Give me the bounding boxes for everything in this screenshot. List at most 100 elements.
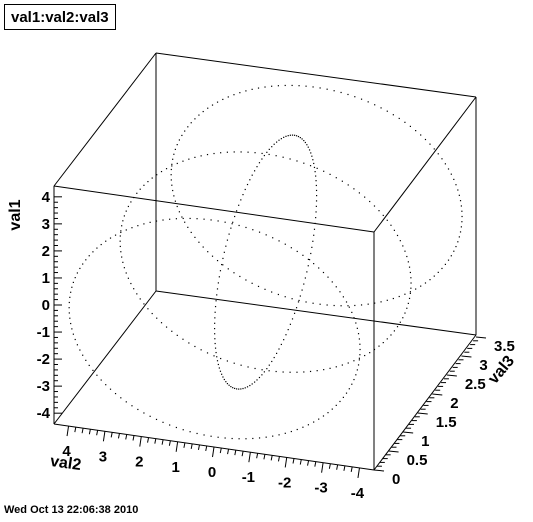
data-point	[315, 211, 317, 213]
data-point	[68, 301, 70, 304]
data-point	[251, 174, 253, 176]
data-point	[214, 347, 217, 349]
data-point	[189, 431, 191, 433]
data-point	[238, 224, 240, 227]
data-point	[307, 146, 309, 148]
data-point	[351, 311, 353, 314]
data-point	[171, 330, 173, 332]
data-point	[299, 136, 301, 139]
data-point	[247, 366, 249, 368]
data-point	[360, 98, 363, 100]
data-point	[404, 293, 406, 295]
data-point	[170, 174, 172, 176]
data-point	[200, 155, 202, 157]
data-point	[261, 152, 263, 155]
data-point	[184, 221, 186, 223]
data-point	[187, 226, 189, 228]
data-point	[406, 307, 408, 309]
data-point	[256, 166, 258, 168]
data-point	[283, 136, 285, 138]
data-point	[194, 345, 196, 348]
data-point	[348, 306, 350, 308]
data-point	[298, 85, 300, 87]
data-point	[215, 351, 217, 354]
data-point	[347, 362, 349, 364]
data-point	[246, 183, 249, 186]
data-point	[218, 276, 220, 278]
data-point	[291, 318, 294, 320]
val1-tick-label: 4	[42, 189, 51, 206]
data-point	[114, 234, 117, 236]
val2-tick-label: 4	[62, 443, 71, 460]
data-point	[239, 275, 241, 278]
data-point	[221, 263, 223, 266]
data-point	[304, 141, 306, 144]
data-point	[230, 227, 232, 229]
data-point	[313, 162, 315, 165]
data-point	[277, 293, 279, 296]
data-point	[374, 302, 376, 304]
data-point	[214, 342, 216, 345]
val2-major-tick	[357, 467, 360, 478]
data-point	[323, 369, 325, 371]
data-point	[353, 188, 355, 190]
data-point	[233, 94, 235, 96]
data-point	[319, 87, 321, 89]
data-point	[382, 214, 384, 217]
data-point	[88, 364, 90, 367]
val3-major-tick	[417, 412, 428, 415]
data-point	[127, 277, 129, 279]
val3-major-tick	[461, 355, 472, 358]
data-point	[341, 364, 343, 366]
val2-minor-tick	[96, 430, 99, 436]
data-point	[85, 359, 87, 361]
val2-major-tick	[66, 426, 70, 437]
data-point	[339, 400, 341, 403]
data-point	[354, 304, 356, 307]
data-point	[181, 134, 183, 137]
data-point	[202, 246, 204, 248]
data-point	[358, 359, 360, 361]
data-point	[345, 301, 348, 303]
data-point	[289, 323, 291, 325]
data-point	[217, 363, 219, 366]
data-point	[215, 300, 217, 302]
data-point	[326, 304, 328, 306]
data-point	[226, 383, 229, 385]
data-point	[155, 220, 158, 222]
data-point	[207, 251, 209, 253]
data-point	[396, 234, 399, 237]
data-point	[233, 362, 235, 364]
val2-minor-tick	[256, 453, 259, 459]
data-point	[85, 259, 87, 261]
data-point	[386, 219, 388, 221]
data-point	[450, 173, 452, 175]
data-point	[340, 91, 342, 94]
val2-major-tick	[248, 452, 251, 463]
data-point	[240, 364, 242, 366]
data-point	[289, 134, 291, 136]
data-point	[216, 259, 219, 262]
data-point	[316, 167, 318, 169]
data-point	[121, 225, 123, 227]
data-point	[410, 282, 412, 284]
data-point	[453, 178, 455, 181]
data-point	[218, 367, 220, 369]
data-point	[291, 298, 293, 300]
val2-major-tick	[102, 431, 106, 442]
data-point	[295, 135, 298, 137]
data-point	[232, 221, 234, 223]
data-point	[284, 432, 286, 434]
data-point	[222, 98, 224, 101]
data-point	[335, 366, 337, 368]
data-point	[173, 153, 175, 155]
val2-minor-tick	[125, 434, 128, 440]
data-point	[175, 218, 177, 220]
data-point	[227, 96, 229, 98]
data-point	[234, 387, 236, 390]
data-point	[211, 255, 214, 257]
val2-tick-label: 1	[171, 459, 179, 476]
data-point	[358, 338, 360, 340]
data-point	[399, 240, 401, 242]
